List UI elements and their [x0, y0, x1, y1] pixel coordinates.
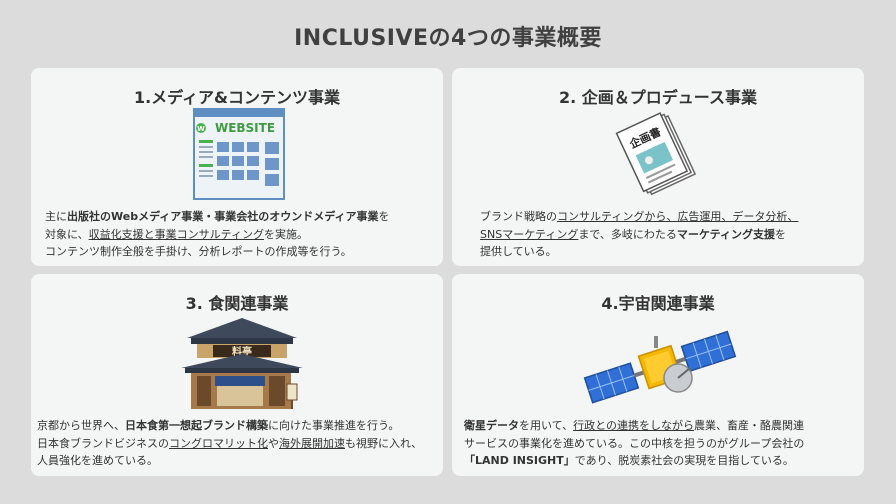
underlined-text: コングロマリット化: [169, 436, 268, 450]
card-description: 主に出版社のWebメディア事業・事業会社のオウンドメディア事業を対象に、収益化支…: [45, 208, 433, 261]
planning-produce-card: 2. 企画＆プロデュース事業 企画書 ブランド戦略のコンサルティングから、広告運…: [452, 68, 864, 266]
text-segment: 農業、畜産・酪農関連: [694, 419, 805, 432]
card-heading: 4.宇宙関連事業: [601, 294, 715, 313]
card-heading: 3. 食関連事業: [185, 294, 289, 313]
text-segment: 提供している。: [480, 245, 557, 258]
media-contents-card: 1.メディア&コンテンツ事業 W WEBSITE 主に出版社のWebメディア事業…: [31, 68, 443, 266]
svg-text:W: W: [197, 125, 205, 133]
description-line: 衛星データを用いて、行政との連携をしながら農業、畜産・酪農関連: [464, 417, 854, 435]
description-line: コンテンツ制作全般を手掛け、分析レポートの作成等を行う。: [45, 243, 433, 261]
description-line: 日本食ブランドビジネスのコングロマリット化や海外展開加速も視野に入れ、: [37, 435, 433, 453]
text-segment: も視野に入れ、: [345, 436, 423, 450]
text-segment: サービスの事業化を進めている。この中核を担うのがグループ会社の: [464, 436, 805, 450]
underlined-text: コンサルティングから、広告運用、データ分析、: [557, 210, 799, 223]
description-line: SNSマーケティングまで、多岐にわたるマーケティング支援を: [480, 226, 854, 244]
card-description: ブランド戦略のコンサルティングから、広告運用、データ分析、SNSマーケティングま…: [480, 208, 854, 261]
proposal-document-illustration: 企画書: [615, 112, 697, 196]
text-segment: ブランド戦略の: [480, 210, 557, 223]
text-segment: 主に: [45, 210, 67, 223]
bold-text: 出版社のWebメディア事業・事業会社のオウンドメディア事業: [67, 210, 379, 223]
text-segment: 人員強化を進めている。: [37, 454, 158, 467]
bold-text: 日本食第一想起ブランド構築: [125, 419, 268, 432]
card-heading: 1.メディア&コンテンツ事業: [133, 88, 341, 107]
description-line: 提供している。: [480, 243, 854, 261]
card-description: 京都から世界へ、日本食第一想起ブランド構築に向けた事業推進を行う。日本食ブランド…: [37, 417, 433, 470]
description-line: 人員強化を進めている。: [37, 452, 433, 470]
bold-text: マーケティング支援: [676, 227, 776, 241]
website-illustration: W WEBSITE: [193, 108, 285, 200]
card-description: 衛星データを用いて、行政との連携をしながら農業、畜産・酪農関連サービスの事業化を…: [464, 417, 854, 470]
text-segment: 日本食ブランドビジネスの: [37, 436, 169, 450]
text-segment: を: [378, 210, 390, 223]
bold-text: 「LAND INSIGHT」: [464, 454, 575, 467]
japanese-restaurant-illustration: 料亭: [181, 318, 303, 409]
text-segment: 京都から世界へ、: [37, 419, 125, 432]
underlined-text: 収益化支援と事業コンサルティング: [88, 227, 265, 241]
card-heading: 2. 企画＆プロデュース事業: [559, 88, 757, 107]
website-label: WEBSITE: [215, 121, 275, 135]
satellite-illustration: [583, 330, 737, 404]
text-segment: まで、多岐にわたる: [578, 227, 677, 241]
description-line: 主に出版社のWebメディア事業・事業会社のオウンドメディア事業を: [45, 208, 433, 226]
description-line: サービスの事業化を進めている。この中核を担うのがグループ会社の: [464, 435, 854, 453]
text-segment: を用いて、: [519, 419, 574, 432]
bold-text: 衛星データ: [464, 419, 519, 432]
description-line: 対象に、収益化支援と事業コンサルティングを実施。: [45, 226, 433, 244]
text-segment: を実施。: [264, 227, 309, 241]
underlined-text: SNSマーケティング: [480, 227, 579, 241]
underlined-text: 海外展開加速: [279, 436, 345, 450]
text-segment: であり、脱炭素社会の実現を目指している。: [574, 454, 794, 467]
page-title: INCLUSIVEの4つの事業概要: [294, 26, 602, 51]
description-line: 京都から世界へ、日本食第一想起ブランド構築に向けた事業推進を行う。: [37, 417, 433, 435]
description-line: ブランド戦略のコンサルティングから、広告運用、データ分析、: [480, 208, 854, 226]
text-segment: や: [268, 436, 279, 450]
text-segment: 対象に、: [45, 227, 89, 241]
text-segment: コンテンツ制作全般を手掛け、分析レポートの作成等を行う。: [45, 245, 352, 258]
text-segment: に向けた事業推進を行う。: [268, 419, 400, 432]
food-business-card: 3. 食関連事業 料亭 京都から世界へ、日本食第一想起ブランド構築に向けた事業推…: [31, 274, 443, 476]
space-business-card: 4.宇宙関連事業 衛星データを用いて、行政との連携をしながら農業、畜産・酪農関連…: [452, 274, 864, 476]
restaurant-sign: 料亭: [232, 345, 252, 358]
underlined-text: 行政との連携をしながら: [573, 419, 695, 432]
description-line: 「LAND INSIGHT」であり、脱炭素社会の実現を目指している。: [464, 452, 854, 470]
text-segment: を: [775, 227, 787, 241]
